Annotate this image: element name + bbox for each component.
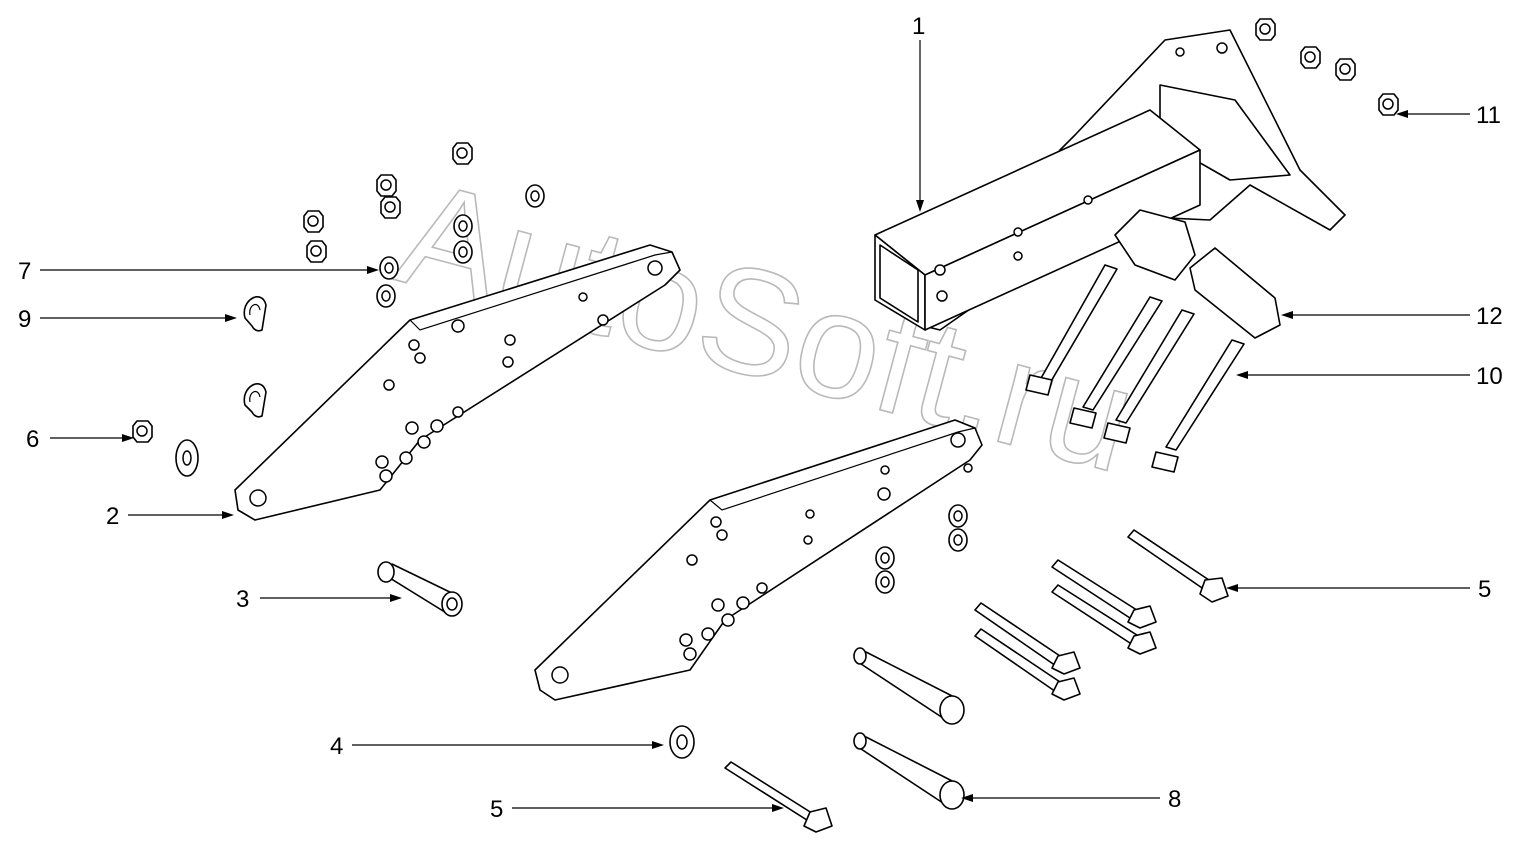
part-4-washer xyxy=(669,725,695,759)
callout-7: 7 xyxy=(18,258,31,285)
callout-5-right: 5 xyxy=(1478,576,1491,603)
part-12-clamp-blocks xyxy=(1114,209,1281,339)
callout-1: 1 xyxy=(912,13,925,40)
callout-5-bottom: 5 xyxy=(490,796,503,823)
part-8-pins xyxy=(853,647,965,810)
callout-8: 8 xyxy=(1168,786,1181,813)
callout-9: 9 xyxy=(18,306,31,333)
callout-labels: 1 2 3 4 5 5 6 7 8 9 10 11 12 xyxy=(18,13,1503,823)
part-2-left-plate xyxy=(234,244,681,521)
part-10-long-bolts xyxy=(1025,264,1245,473)
callout-12: 12 xyxy=(1476,303,1503,330)
callout-3: 3 xyxy=(236,586,249,613)
part-6-nut xyxy=(132,420,153,443)
part-2-right-plate xyxy=(534,419,983,701)
part-1-frame-bracket xyxy=(874,29,1346,331)
callout-10: 10 xyxy=(1476,363,1503,390)
part-3-bushing xyxy=(377,561,463,617)
part-11-nuts xyxy=(1255,18,1399,116)
callout-11: 11 xyxy=(1476,102,1501,129)
part-6-washer xyxy=(175,439,199,477)
part-5-bolts xyxy=(724,529,1229,833)
leader-lines xyxy=(40,40,1470,812)
part-9-cotter-pins xyxy=(243,296,267,418)
callout-2: 2 xyxy=(106,503,119,530)
callout-6: 6 xyxy=(26,426,39,453)
washer-stack-right xyxy=(875,504,968,594)
callout-4: 4 xyxy=(330,733,343,760)
